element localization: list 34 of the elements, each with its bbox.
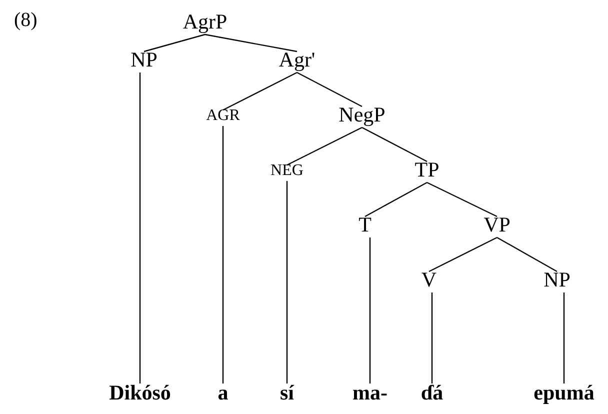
word: a bbox=[218, 382, 228, 404]
category-label: NegP bbox=[338, 104, 386, 126]
tree-branch bbox=[222, 72, 298, 111]
category-label: AgrP bbox=[182, 10, 228, 34]
tree-branch bbox=[222, 126, 224, 384]
tree-branch bbox=[364, 182, 428, 218]
word: ma- bbox=[352, 382, 388, 404]
category-label: V bbox=[421, 268, 437, 292]
word: Dikósó bbox=[109, 382, 171, 404]
tree-branch bbox=[428, 236, 498, 272]
category-label: T bbox=[358, 214, 372, 236]
category-label: NP bbox=[544, 268, 570, 292]
tree-branch bbox=[204, 34, 298, 52]
tree-branch bbox=[296, 72, 362, 108]
tree-branch bbox=[144, 34, 206, 52]
word: epumá bbox=[534, 382, 594, 404]
category-label: Agr' bbox=[278, 48, 316, 72]
category-label: VP bbox=[484, 214, 510, 236]
tree-branch bbox=[286, 126, 362, 166]
tree-branch bbox=[426, 182, 498, 218]
tree-branch bbox=[369, 238, 371, 384]
word: sí bbox=[280, 382, 294, 404]
tree-branch bbox=[362, 126, 428, 162]
tree-branch bbox=[431, 292, 433, 384]
tree-branch bbox=[563, 292, 565, 384]
example-number: (8) bbox=[14, 10, 38, 30]
tree-branch bbox=[496, 236, 558, 272]
tree-branch bbox=[139, 72, 141, 384]
tree-branch bbox=[286, 181, 288, 384]
category-label: NEG bbox=[270, 162, 304, 180]
category-label: AGR bbox=[206, 107, 240, 125]
category-label: NP bbox=[130, 48, 158, 72]
category-label: TP bbox=[414, 158, 440, 182]
word: ɗá bbox=[420, 382, 444, 404]
